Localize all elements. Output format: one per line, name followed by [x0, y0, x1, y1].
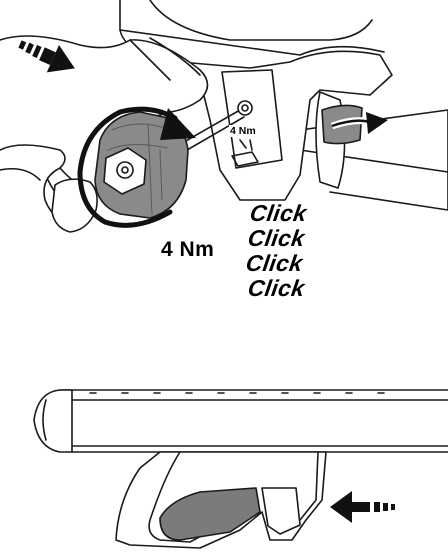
clockwise-rotate-arrow-icon	[77, 106, 196, 228]
top-scene	[0, 0, 448, 233]
dashed-push-arrow-icon	[18, 40, 75, 73]
crossbar-end-cap	[33, 389, 73, 453]
foot-top-surface	[149, 0, 373, 41]
torque-value-label: 4 Nm	[161, 238, 215, 261]
click-text: Click	[248, 200, 309, 226]
crossbar	[59, 389, 448, 453]
curved-release-arrow-icon	[330, 112, 388, 134]
click-text: Click	[244, 250, 305, 276]
dashed-push-arrow-icon-bottom	[330, 491, 395, 523]
grip-pad	[159, 487, 261, 541]
bottom-scene	[33, 389, 448, 549]
click-text: Click	[246, 225, 307, 251]
foot-edge	[119, 29, 385, 56]
lever-pad	[261, 487, 301, 535]
click-text: Click	[246, 275, 307, 301]
knob-torque-label: 4 Nm	[229, 125, 257, 137]
